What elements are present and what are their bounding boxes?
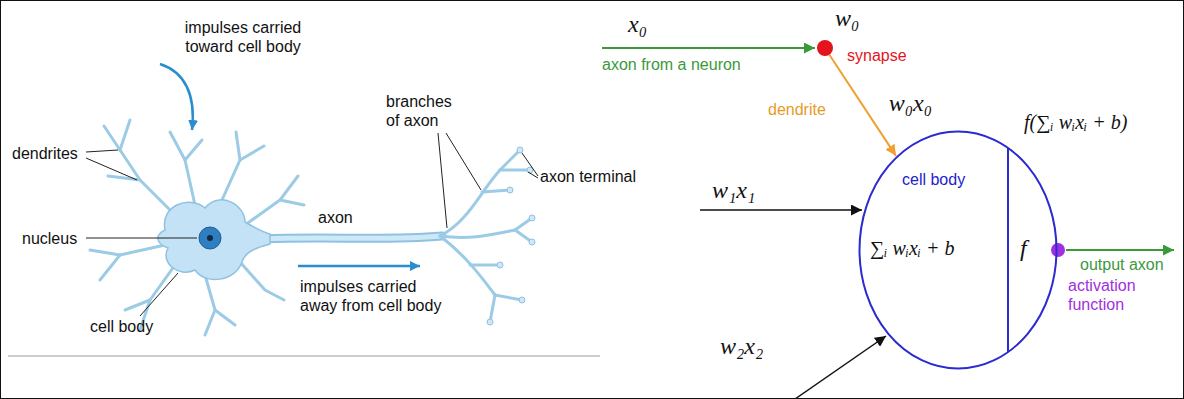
leader-line [86, 133, 538, 316]
dendrite-branches [104, 126, 120, 150]
dendrite-branches [215, 310, 235, 325]
impulse-arrow [298, 265, 420, 268]
dendrite-branches [90, 120, 304, 335]
axon-terminal-bulbs [529, 215, 535, 221]
output-axon-arrow [1066, 249, 1174, 251]
axon-shaft [262, 236, 442, 239]
part-label: axon terminal [540, 167, 636, 186]
activation-label: activation function [1068, 276, 1164, 314]
dot-outline [817, 40, 833, 56]
weighted-sum: ∑ᵢ wᵢxᵢ + b [870, 236, 954, 260]
impulse-arrow [160, 64, 193, 130]
dendrite-label: dendrite [768, 100, 826, 119]
dendrite-branches [245, 176, 298, 225]
axon-terminal-branches [500, 169, 530, 172]
axon-terminal-bulbs [487, 147, 535, 325]
cell-body-outline [860, 132, 1057, 369]
leader-line [528, 172, 538, 178]
axon-terminal-branches [470, 264, 500, 267]
dendrite-branches [170, 132, 195, 205]
dendrite-branches [185, 140, 202, 160]
part-label: nucleus [22, 229, 77, 248]
nucleus [199, 227, 221, 249]
axon-terminal-bulbs [527, 167, 533, 173]
input-arrow [795, 336, 886, 399]
dendrite-branches [108, 176, 140, 180]
dendrite-branches [240, 146, 264, 160]
axon-terminal-bulbs [517, 147, 523, 153]
activation-symbol: f [1020, 234, 1027, 262]
axon-terminal-bulbs [497, 262, 503, 268]
axon-shaft [262, 236, 442, 239]
input-axon-arrow [602, 47, 815, 49]
leader-line [86, 158, 137, 180]
leader-line [522, 153, 538, 176]
dendrite-branches [280, 200, 304, 205]
leader-line [438, 133, 447, 228]
axon-terminal-branches [440, 170, 500, 236]
axon-terminal-bulbs [507, 187, 513, 193]
axon-terminal-branches [515, 218, 532, 230]
part-label: branches of axon [386, 92, 464, 130]
axon-terminal-branches [440, 150, 532, 322]
dendrite-branches [205, 275, 215, 335]
axon-terminal-branches [495, 295, 522, 300]
axon-terminal-branches [500, 150, 520, 170]
axon-label: output axon [1080, 255, 1164, 274]
part-label: axon [318, 208, 353, 227]
nucleolus [207, 235, 213, 241]
axon-terminal-branches [515, 230, 532, 242]
axon-label: axon from a neuron [602, 55, 741, 74]
annotation-label: impulses carried toward cell body [168, 18, 318, 56]
axon-terminal-bulbs [487, 319, 493, 325]
cell-body-label: cell body [902, 170, 965, 189]
weighted-input: w₂x₂ [720, 332, 763, 360]
dendrite-branches [240, 262, 284, 300]
dendrite-branches [120, 120, 130, 150]
dendrite-branches [125, 300, 150, 310]
axon-terminal-branches [482, 190, 510, 192]
leader-line [140, 273, 178, 316]
synapse-dot-shape [817, 40, 833, 56]
axon-shaft [262, 236, 442, 239]
output-formula: f(∑ᵢ wᵢxᵢ + b) [1024, 110, 1127, 134]
edge-weight-label: w₀x₀ [887, 89, 934, 117]
weight-symbol: w₀ [835, 4, 859, 32]
input-arrow [700, 209, 862, 211]
leader-line [86, 238, 197, 239]
dendrite-branches [222, 132, 240, 200]
weighted-input: w₁x₁ [712, 176, 755, 204]
divider-line [1007, 148, 1009, 352]
dendrite-branches [120, 150, 175, 215]
dendrite-branches [100, 255, 120, 280]
input-symbol: x₀ [628, 10, 647, 38]
part-label: cell body [90, 317, 153, 336]
axon-terminal-branches [440, 236, 495, 295]
leader-line [446, 133, 481, 190]
synapse-label: synapse [847, 46, 907, 65]
axon-terminal-bulbs [529, 239, 535, 245]
part-label: dendrites [12, 144, 78, 163]
axon-terminal-branches [490, 295, 495, 322]
axon-terminal-branches [440, 230, 515, 237]
annotation-label: impulses carried away from cell body [300, 277, 450, 315]
activation-dot [1051, 243, 1065, 257]
leader-line [86, 150, 118, 152]
axon-terminal-bulbs [519, 297, 525, 303]
neuron-cell-body [158, 200, 270, 280]
separator-line [8, 356, 600, 357]
dendrite-branches [90, 245, 165, 255]
synapse-dot: w₀synapse [817, 40, 833, 56]
cell-body-ellipse: cell body ∑ᵢ wᵢxᵢ + b f [858, 130, 1058, 370]
